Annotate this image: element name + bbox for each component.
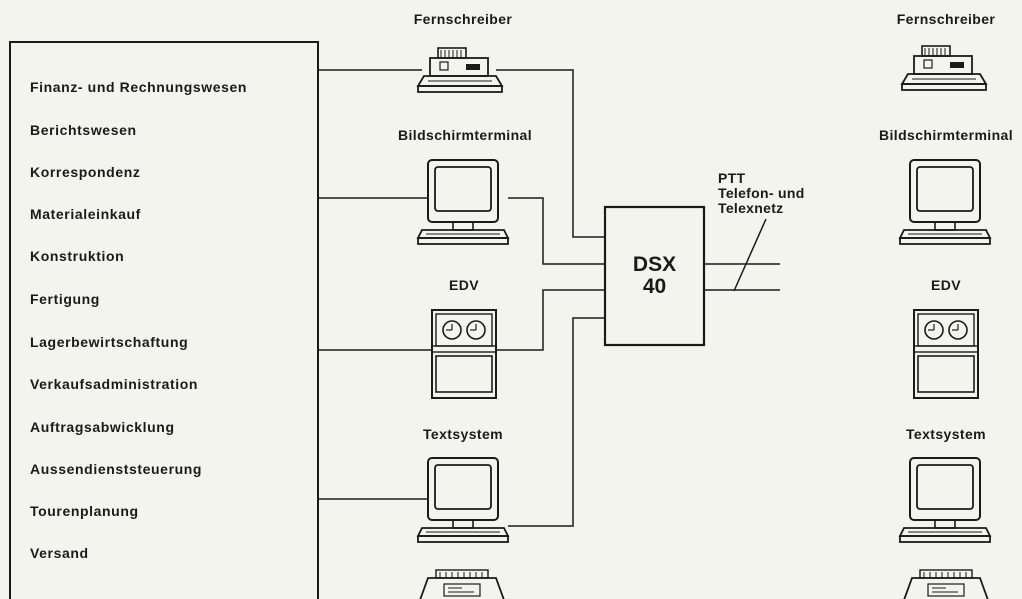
dsx40-box (603, 205, 706, 347)
network-label-line2: Telefon- und (718, 185, 805, 201)
textsystem-left-icon (417, 457, 509, 543)
network-label: PTT Telefon- und Telexnetz (718, 171, 805, 216)
terminal-left-icon (417, 159, 509, 245)
edp-right-label: EDV (931, 277, 961, 293)
function-item: Berichtswesen (30, 122, 137, 138)
function-item: Verkaufsadministration (30, 376, 199, 392)
dsx40-label-line1: DSX (632, 253, 677, 276)
textsystem-right-label: Textsystem (905, 426, 987, 442)
link-teleprinter-dsx (496, 69, 605, 238)
function-item: Korrespondenz (30, 164, 141, 180)
teleprinter-right-icon (901, 45, 987, 91)
network-label-line1: PTT (718, 170, 746, 186)
network-label-line3: Telexnetz (718, 200, 784, 216)
function-item: Materialeinkauf (30, 206, 141, 222)
link-textsystem-dsx (508, 317, 605, 527)
teleprinter-right-label: Fernschreiber (896, 11, 996, 27)
function-item: Versand (30, 545, 89, 561)
functions-box (9, 41, 319, 599)
network-pointer (733, 218, 767, 292)
textsystem-printer-right-icon (903, 569, 989, 599)
function-item: Lagerbewirtschaftung (30, 334, 189, 350)
link-terminal-dsx (508, 197, 605, 265)
textsystem-left-label: Textsystem (422, 426, 504, 442)
edp-left-label: EDV (449, 277, 479, 293)
function-item: Aussendienststeuerung (30, 461, 203, 477)
link-edp-dsx (496, 289, 605, 351)
textsystem-printer-left-icon (419, 569, 505, 599)
function-item: Konstruktion (30, 248, 125, 264)
textsystem-right-icon (899, 457, 991, 543)
terminal-right-icon (899, 159, 991, 245)
edp-left-icon (431, 309, 497, 399)
function-item: Fertigung (30, 291, 100, 307)
edp-right-icon (913, 309, 979, 399)
function-item: Finanz- und Rechnungswesen (30, 79, 248, 95)
function-item: Auftragsabwicklung (30, 419, 175, 435)
teleprinter-left-icon (417, 47, 503, 93)
dsx40-label: DSX 40 (605, 254, 704, 298)
dsx40-label-line2: 40 (642, 275, 667, 298)
terminal-right-label: Bildschirmterminal (878, 127, 1014, 143)
function-item: Tourenplanung (30, 503, 139, 519)
teleprinter-left-label: Fernschreiber (413, 11, 513, 27)
terminal-left-label: Bildschirmterminal (397, 127, 533, 143)
